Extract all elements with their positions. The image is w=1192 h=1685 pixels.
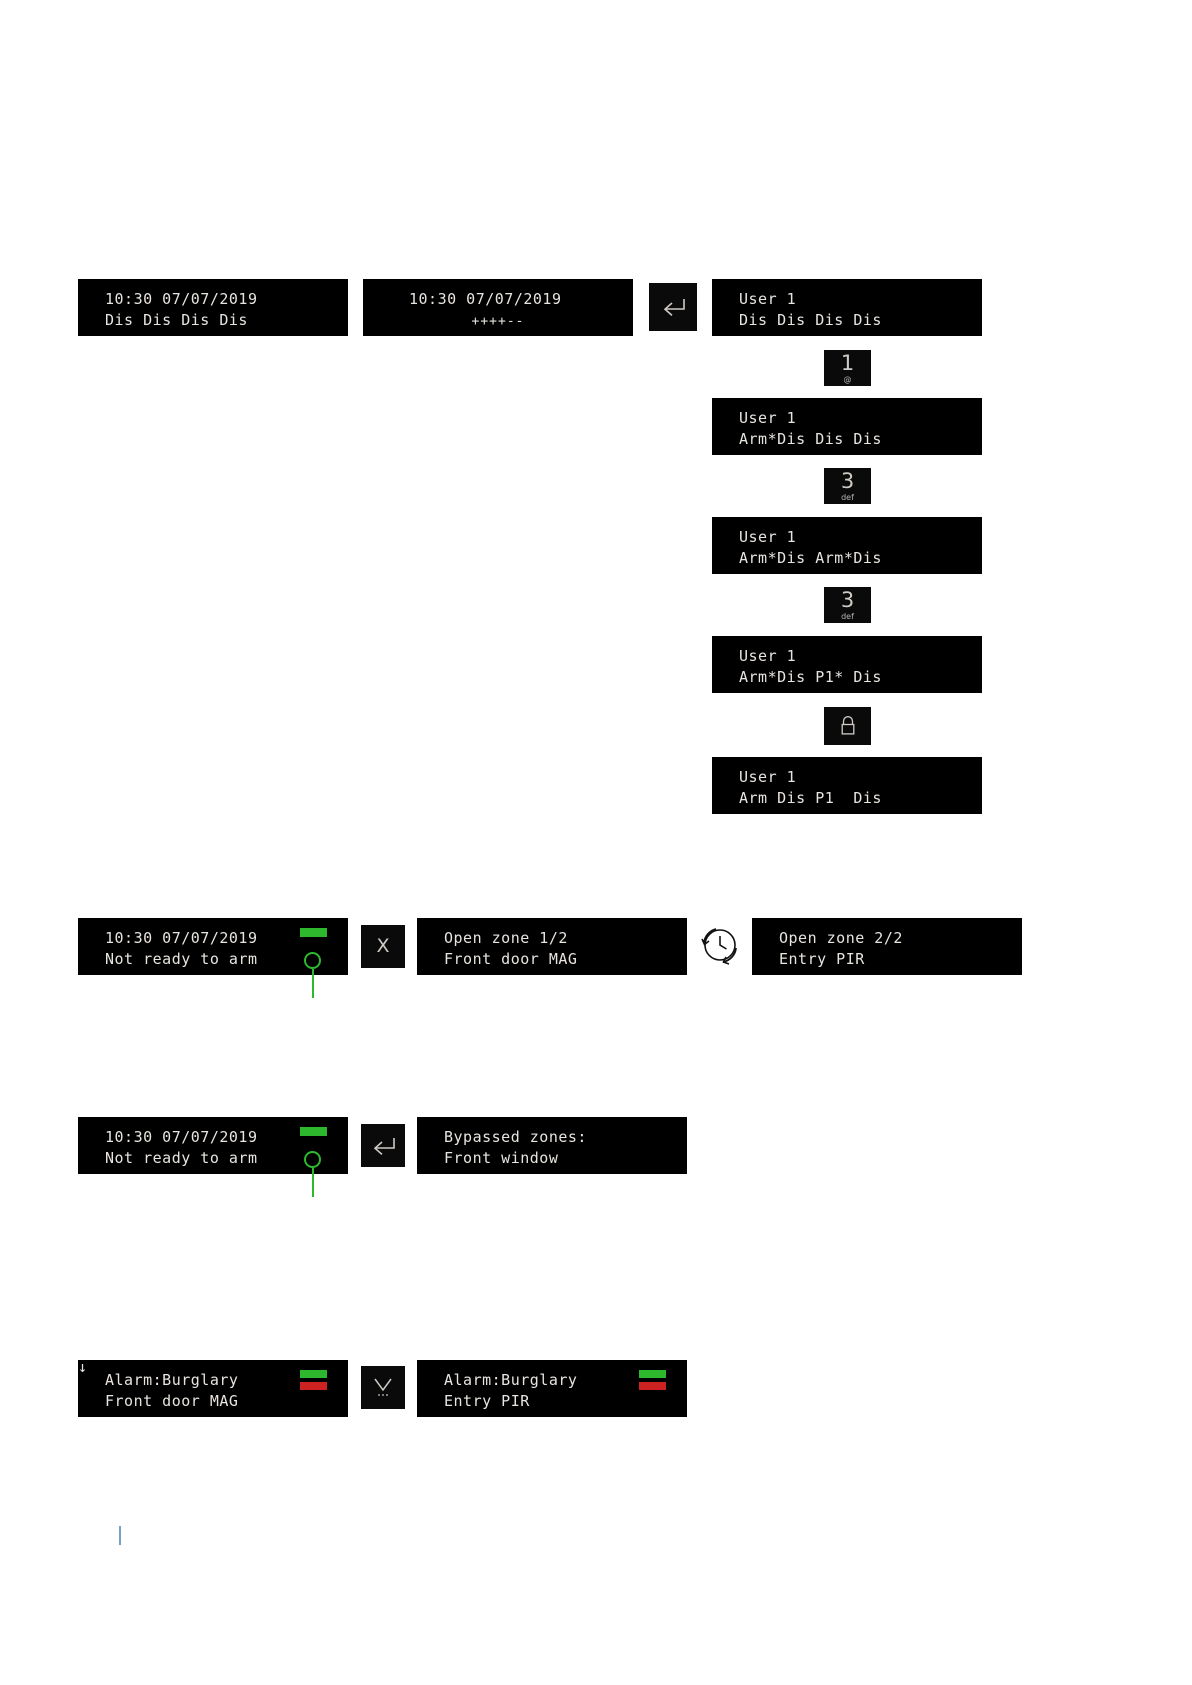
display-perimeter: User 1 Arm*Dis P1* Dis bbox=[712, 636, 982, 693]
display-area3-armed: User 1 Arm*Dis Arm*Dis bbox=[712, 517, 982, 574]
key-x-button[interactable]: X bbox=[361, 925, 405, 968]
display-open-zone-2-line1: Open zone 2/2 bbox=[779, 929, 903, 947]
display-open-zone-1: Open zone 1/2 Front door MAG bbox=[417, 918, 687, 975]
display-not-ready-bypassed: 10:30 07/07/2019 Not ready to arm bbox=[78, 1117, 348, 1174]
key-1-digit: 1 bbox=[840, 350, 855, 375]
display-idle: 10:30 07/07/2019 Dis Dis Dis Dis bbox=[78, 279, 348, 336]
display-perimeter-line2: Arm*Dis P1* Dis bbox=[739, 668, 882, 686]
display-not-ready-bypassed-line2: Not ready to arm bbox=[105, 1149, 258, 1167]
key-3-sublabel-first: def bbox=[841, 492, 854, 502]
display-user-idle-line2: Dis Dis Dis Dis bbox=[739, 311, 882, 329]
key-enter-button[interactable] bbox=[649, 283, 697, 331]
led-red-bar-alarm-2 bbox=[639, 1382, 666, 1390]
display-area1-armed-line2: Arm*Dis Dis Dis bbox=[739, 430, 882, 448]
led-green-bar-alarm-1 bbox=[300, 1370, 327, 1378]
display-idle-line2: Dis Dis Dis Dis bbox=[105, 311, 248, 329]
lock-padlock-icon bbox=[838, 715, 858, 737]
key-3-button-first[interactable]: 3 def bbox=[824, 468, 871, 504]
display-idle-line1: 10:30 07/07/2019 bbox=[105, 290, 258, 308]
display-pin-entry-line1: 10:30 07/07/2019 bbox=[409, 290, 562, 308]
display-not-ready-bypassed-line1: 10:30 07/07/2019 bbox=[105, 1128, 258, 1146]
display-user-idle: User 1 Dis Dis Dis Dis bbox=[712, 279, 982, 336]
key-3-button-second[interactable]: 3 def bbox=[824, 587, 871, 623]
display-alarm-1-line2: Front door MAG bbox=[105, 1392, 239, 1410]
display-area3-armed-line2: Arm*Dis Arm*Dis bbox=[739, 549, 882, 567]
key-3-digit-first: 3 bbox=[840, 468, 855, 493]
display-area1-armed-line1: User 1 bbox=[739, 409, 797, 427]
led-callout-line-bypassed bbox=[312, 1168, 314, 1197]
display-user-idle-line1: User 1 bbox=[739, 290, 797, 308]
display-pin-entry: 10:30 07/07/2019 ++++-- bbox=[363, 279, 633, 336]
display-not-ready-open-zones: 10:30 07/07/2019 Not ready to arm bbox=[78, 918, 348, 975]
enter-return-arrow-icon bbox=[660, 296, 686, 318]
key-down-button[interactable] bbox=[361, 1366, 405, 1409]
display-final-armed-line2: Arm Dis P1 Dis bbox=[739, 789, 882, 807]
key-3-digit-second: 3 bbox=[840, 587, 855, 612]
display-alarm-2-line1: Alarm:Burglary bbox=[444, 1371, 578, 1389]
display-open-zone-2-line2: Entry PIR bbox=[779, 950, 865, 968]
display-bypassed-zones-line1: Bypassed zones: bbox=[444, 1128, 587, 1146]
key-clock-button[interactable] bbox=[696, 921, 744, 971]
display-pin-entry-mask: ++++-- bbox=[471, 314, 525, 329]
display-alarm-1-scroll-arrow-icon: ↓ bbox=[78, 1360, 88, 1376]
led-red-bar-alarm-1 bbox=[300, 1382, 327, 1390]
display-not-ready-open-zones-line2: Not ready to arm bbox=[105, 950, 258, 968]
display-final-armed-line1: User 1 bbox=[739, 768, 797, 786]
display-perimeter-line1: User 1 bbox=[739, 647, 797, 665]
led-green-ring-bypassed bbox=[304, 1151, 321, 1168]
enter-return-arrow-icon-bypassed bbox=[370, 1135, 396, 1157]
display-area3-armed-line1: User 1 bbox=[739, 528, 797, 546]
footer-rule bbox=[119, 1526, 121, 1545]
key-enter-button-bypassed[interactable] bbox=[361, 1124, 405, 1167]
display-bypassed-zones-line2: Front window bbox=[444, 1149, 559, 1167]
display-area1-armed: User 1 Arm*Dis Dis Dis bbox=[712, 398, 982, 455]
key-3-sublabel-second: def bbox=[841, 611, 854, 621]
key-lock-button[interactable] bbox=[824, 707, 871, 745]
led-callout-line-open-zones bbox=[312, 969, 314, 998]
display-open-zone-1-line1: Open zone 1/2 bbox=[444, 929, 568, 947]
display-alarm-2-line2: Entry PIR bbox=[444, 1392, 530, 1410]
x-icon: X bbox=[376, 935, 390, 957]
display-final-armed: User 1 Arm Dis P1 Dis bbox=[712, 757, 982, 814]
led-green-bar-bypassed bbox=[300, 1127, 327, 1136]
key-1-button[interactable]: 1 @ bbox=[824, 350, 871, 386]
chevron-down-dots-icon bbox=[370, 1376, 396, 1400]
led-green-bar-open-zones bbox=[300, 928, 327, 937]
led-green-bar-alarm-2 bbox=[639, 1370, 666, 1378]
display-alarm-1-line1: Alarm:Burglary bbox=[105, 1371, 239, 1389]
key-1-sublabel: @ bbox=[843, 374, 852, 384]
display-open-zone-2: Open zone 2/2 Entry PIR bbox=[752, 918, 1022, 975]
display-not-ready-open-zones-line1: 10:30 07/07/2019 bbox=[105, 929, 258, 947]
display-bypassed-zones: Bypassed zones: Front window bbox=[417, 1117, 687, 1174]
led-green-ring-open-zones bbox=[304, 952, 321, 969]
clock-rotate-arrows-icon bbox=[701, 928, 737, 965]
display-open-zone-1-line2: Front door MAG bbox=[444, 950, 578, 968]
